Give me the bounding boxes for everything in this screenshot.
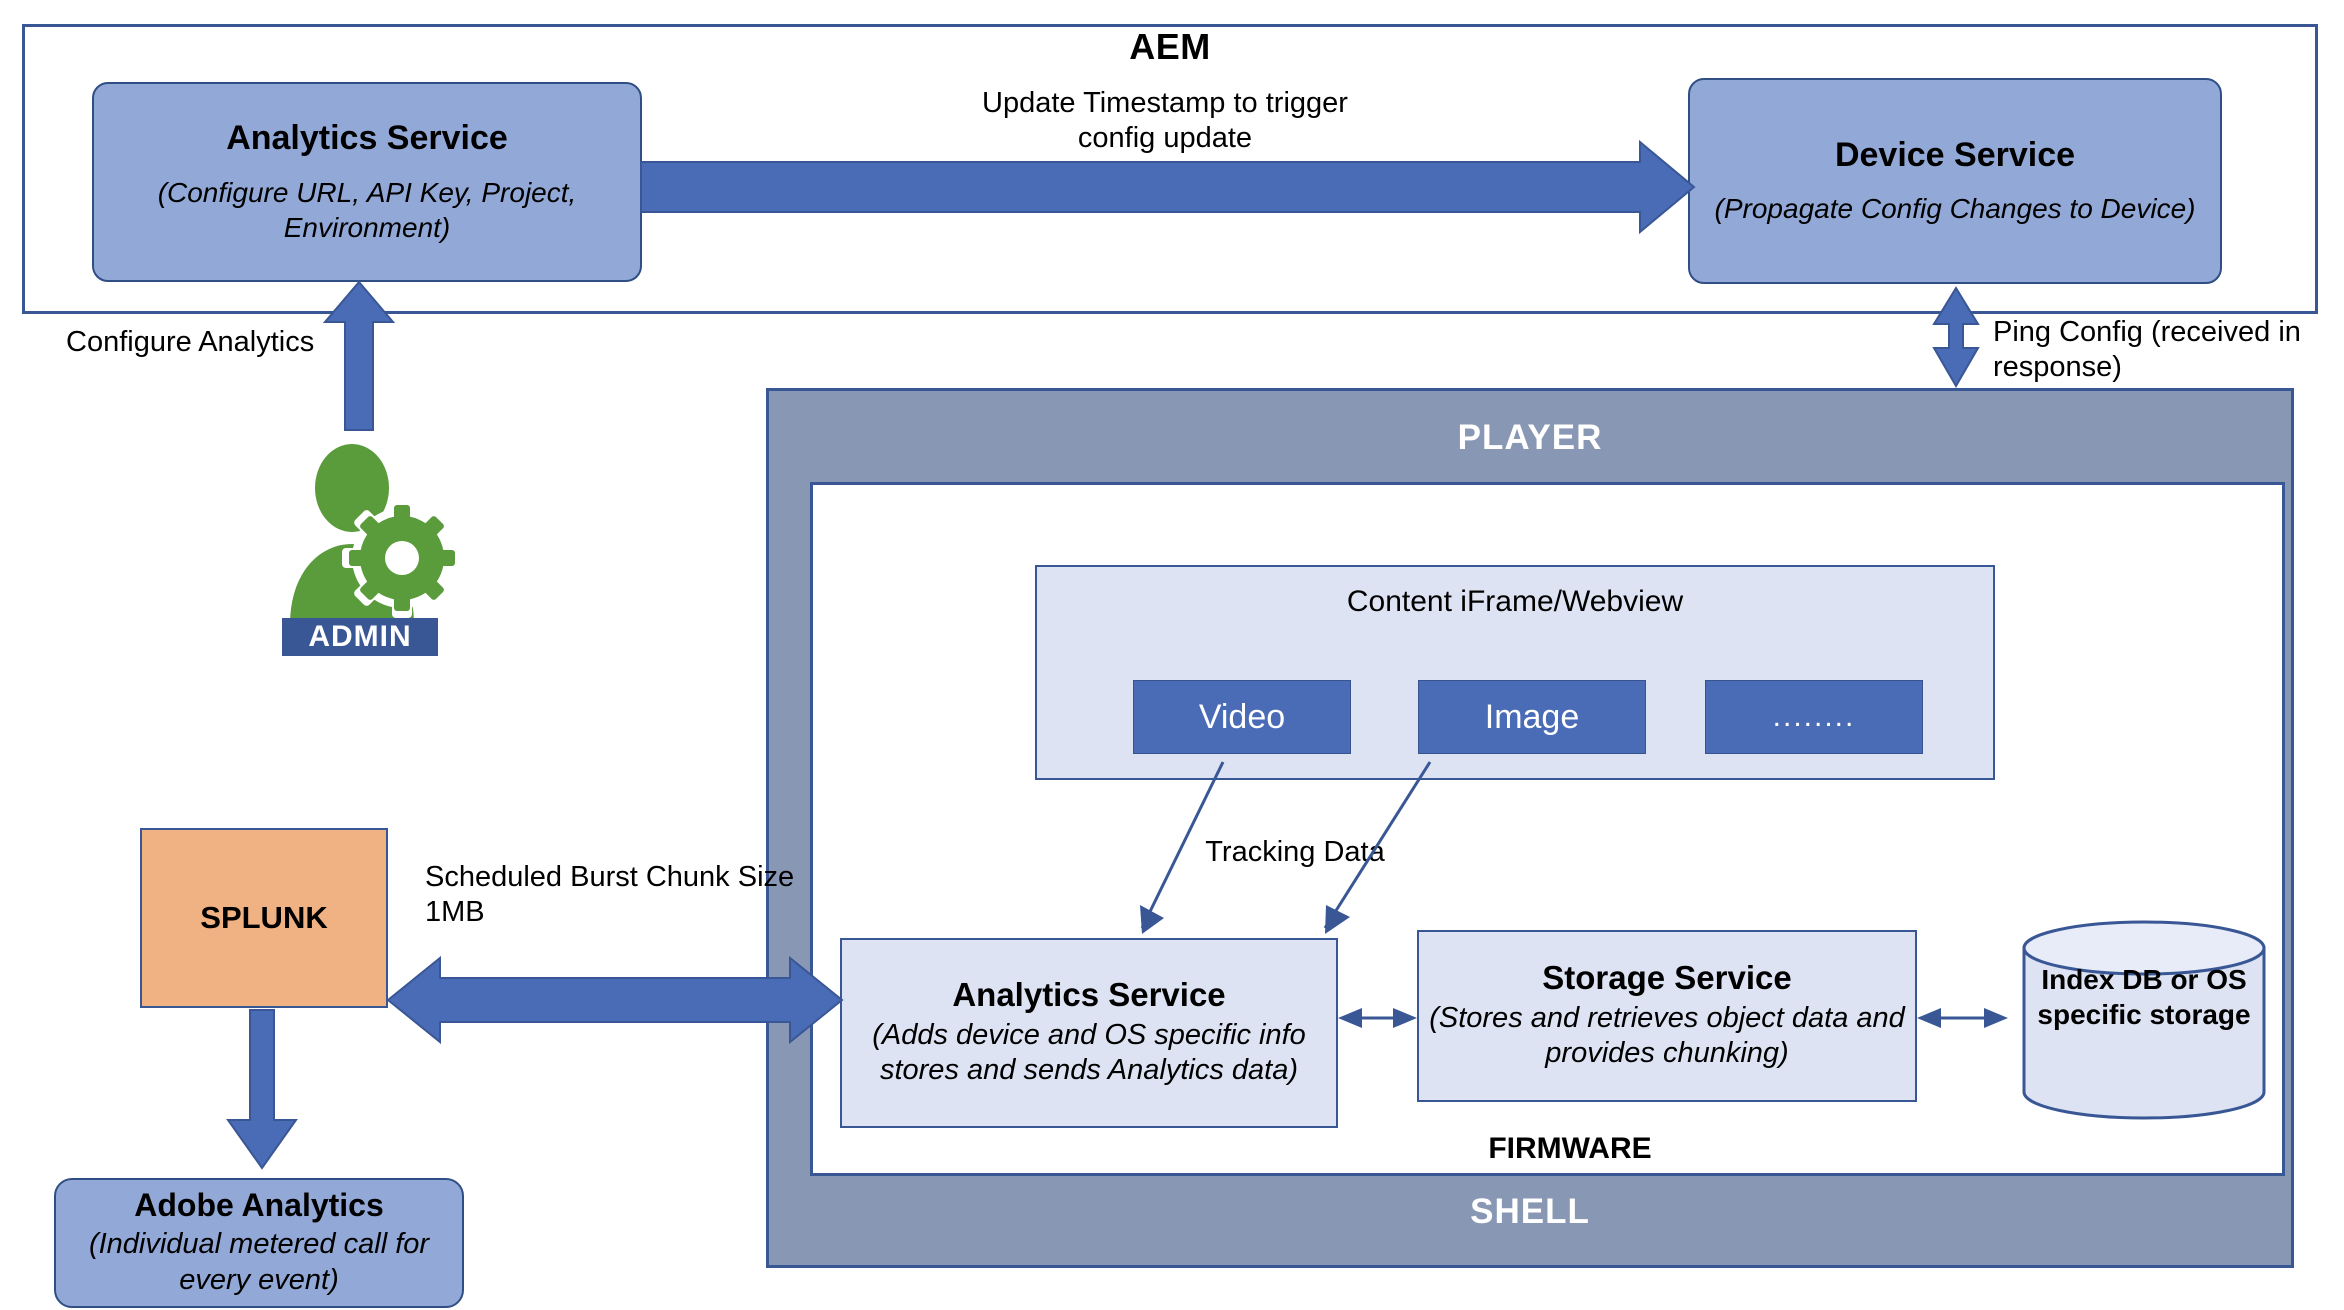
arrow-splunk-to-adobe [226, 1009, 298, 1170]
node-subtitle: (Configure URL, API Key, Project, Enviro… [157, 176, 577, 243]
edge-label-ping-config: Ping Config (received in response) [1993, 316, 2301, 384]
content-item-image[interactable]: Image [1418, 680, 1646, 754]
node-title: Storage Service [1542, 959, 1792, 997]
node-index-db-label: Index DB or OS specific storage [2037, 964, 2251, 1030]
node-analytics-service-firmware[interactable]: Analytics Service (Adds device and OS sp… [840, 938, 1338, 1128]
node-subtitle: (Propagate Config Changes to Device) [1714, 193, 2196, 225]
node-subtitle: (Stores and retrieves object data and pr… [1429, 1001, 1905, 1070]
edge-label-configure-analytics: Configure Analytics [66, 326, 315, 358]
node-subtitle: (Individual metered call for every event… [88, 1228, 430, 1297]
firmware-container-label: FIRMWARE [1488, 1132, 1652, 1165]
player-container-label: PLAYER [1457, 418, 1603, 457]
node-title: Analytics Service [226, 119, 508, 158]
node-title: Analytics Service [952, 976, 1226, 1014]
node-adobe-analytics[interactable]: Adobe Analytics (Individual metered call… [54, 1178, 464, 1308]
content-item-label: ........ [1772, 700, 1856, 733]
admin-user-icon [280, 440, 470, 665]
shell-container-label: SHELL [1470, 1192, 1590, 1231]
node-title: Adobe Analytics [134, 1187, 384, 1224]
node-index-db[interactable] [2020, 920, 2268, 1120]
admin-label: ADMIN [282, 618, 438, 656]
content-item-video[interactable]: Video [1133, 680, 1351, 754]
node-device-service[interactable]: Device Service (Propagate Config Changes… [1688, 78, 2222, 284]
content-iframe-label: Content iFrame/Webview [1346, 585, 1684, 618]
node-splunk[interactable]: SPLUNK [140, 828, 388, 1008]
content-item-more[interactable]: ........ [1705, 680, 1923, 754]
content-item-label: Image [1484, 697, 1580, 736]
edge-label-update-timestamp: Update Timestamp to trigger config updat… [982, 87, 1348, 155]
aem-container-label: AEM [1129, 26, 1211, 67]
node-storage-service[interactable]: Storage Service (Stores and retrieves ob… [1417, 930, 1917, 1102]
node-analytics-service-aem[interactable]: Analytics Service (Configure URL, API Ke… [92, 82, 642, 282]
node-subtitle: (Adds device and OS specific info stores… [872, 1018, 1306, 1087]
edge-label-burst-chunk: Scheduled Burst Chunk Size 1MB [425, 861, 795, 929]
database-cylinder-icon [2022, 920, 2266, 1120]
content-item-label: Video [1198, 697, 1286, 736]
edge-label-tracking-data: Tracking Data [1205, 836, 1385, 868]
node-title: Device Service [1834, 135, 2076, 174]
node-label: SPLUNK [200, 900, 328, 935]
